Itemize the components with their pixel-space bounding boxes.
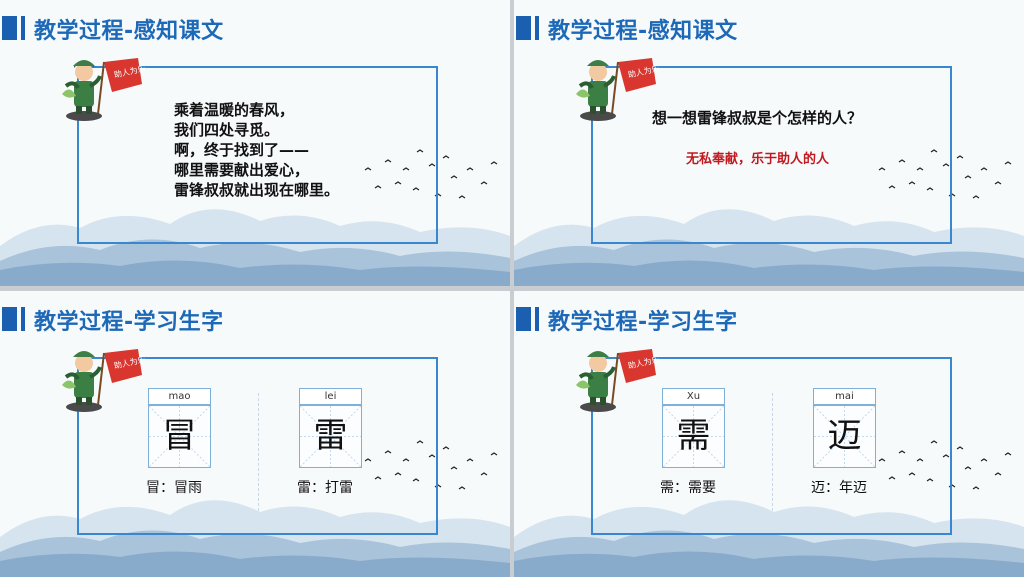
hanzi-character: 冒 xyxy=(162,416,197,456)
content-frame xyxy=(591,66,952,244)
lei-feng-mascot-icon: 助人为乐 xyxy=(60,54,146,122)
vocab-word: 冒：冒雨 xyxy=(146,480,202,496)
answer-text: 无私奉献，乐于助人的人 xyxy=(686,152,830,167)
hanzi-character: 雷 xyxy=(313,416,348,456)
pinyin-label: Xu xyxy=(662,388,725,405)
title-accent-bar xyxy=(516,307,531,331)
mountain-landscape xyxy=(514,457,1024,577)
pinyin-label: mao xyxy=(148,388,211,405)
content-frame xyxy=(77,66,438,244)
title-accent-bar xyxy=(516,16,531,40)
slide-2[interactable]: 教学过程-感知课文 助人为乐 想一想雷锋叔叔是个怎样的人？ 无私奉献，乐于助人的… xyxy=(514,0,1024,286)
vocab-word: 雷：打雷 xyxy=(297,480,353,496)
poem-line: 哪里需要献出爱心， xyxy=(174,161,310,179)
content-frame xyxy=(77,357,438,535)
lei-feng-mascot-icon: 助人为乐 xyxy=(574,345,660,413)
slide-title: 教学过程-学习生字 xyxy=(34,310,224,335)
pinyin-label: mai xyxy=(813,388,876,405)
mountain-landscape xyxy=(0,166,510,286)
poem-text: 乘着温暖的春风， 我们四处寻觅。 啊，终于找到了—— 哪里需要献出爱心， 雷锋叔… xyxy=(174,100,339,200)
title-accent-bar-thin xyxy=(21,307,25,331)
content-frame xyxy=(591,357,952,535)
tianzige-box: 迈 xyxy=(813,405,876,468)
poem-line: 我们四处寻觅。 xyxy=(174,121,280,139)
mountain-landscape xyxy=(0,457,510,577)
poem-line: 啊，终于找到了—— xyxy=(174,141,310,159)
title-accent-bar-thin xyxy=(21,16,25,40)
lei-feng-mascot-icon: 助人为乐 xyxy=(574,54,660,122)
slide-title: 教学过程-学习生字 xyxy=(548,310,738,335)
tianzige-box: 冒 xyxy=(148,405,211,468)
hanzi-character: 需 xyxy=(676,416,711,456)
title-accent-bar-thin xyxy=(535,307,539,331)
flying-birds xyxy=(355,431,505,501)
slide-title: 教学过程-感知课文 xyxy=(34,19,224,44)
slide-3[interactable]: 教学过程-学习生字 助人为乐 mao xyxy=(0,291,510,577)
tianzige-box: 需 xyxy=(662,405,725,468)
lei-feng-mascot-icon: 助人为乐 xyxy=(60,345,146,413)
question-text: 想一想雷锋叔叔是个怎样的人？ xyxy=(652,109,863,127)
poem-line: 雷锋叔叔就出现在哪里。 xyxy=(174,181,340,199)
tianzige-box: 雷 xyxy=(299,405,362,468)
hanzi-character: 迈 xyxy=(827,416,862,456)
title-accent-bar-thin xyxy=(535,16,539,40)
vocab-word: 需：需要 xyxy=(660,480,716,496)
title-accent-bar xyxy=(2,16,17,40)
title-accent-bar xyxy=(2,307,17,331)
slide-title: 教学过程-感知课文 xyxy=(548,19,738,44)
column-divider xyxy=(772,393,773,511)
mountain-landscape xyxy=(514,166,1024,286)
slide-4[interactable]: 教学过程-学习生字 助人为乐 Xu xyxy=(514,291,1024,577)
poem-line: 乘着温暖的春风， xyxy=(174,101,295,119)
slide-1[interactable]: 教学过程-感知课文 助人为乐 乘着温暖的春风， 我们四处寻觅。 xyxy=(0,0,510,286)
pinyin-label: lei xyxy=(299,388,362,405)
vocab-word: 迈：年迈 xyxy=(811,480,867,496)
column-divider xyxy=(258,393,259,511)
flying-birds xyxy=(869,140,1019,210)
